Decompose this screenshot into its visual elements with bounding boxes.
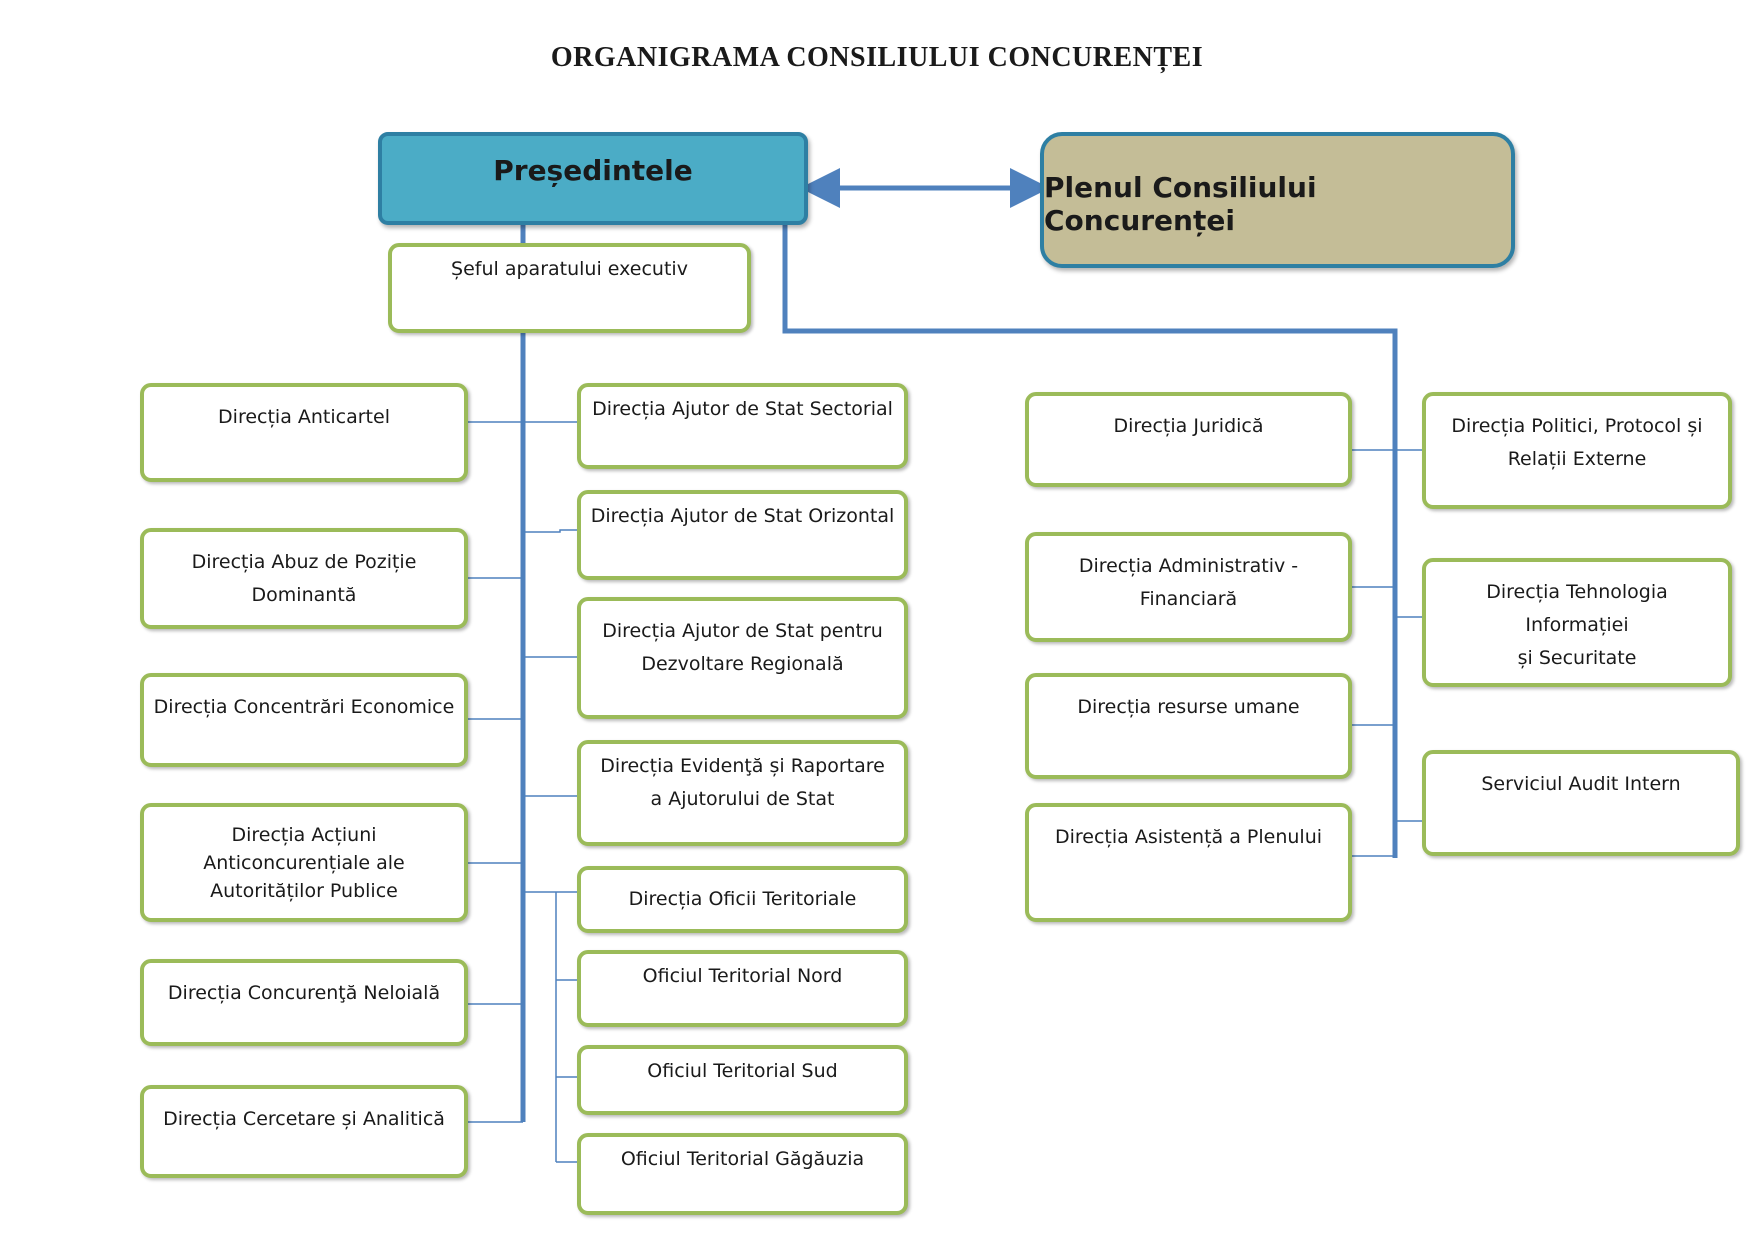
chart-title: ORGANIGRAMA CONSILIULUI CONCURENȚEI	[550, 42, 1204, 73]
unit-label: Direcția Acțiuni	[231, 824, 377, 846]
right-unit-administrativ: Direcția Administrativ - Financiară	[1025, 532, 1352, 642]
right-unit-asistenta: Direcția Asistență a Plenului	[1025, 803, 1352, 922]
unit-label: Direcția resurse umane	[1077, 696, 1300, 718]
unit-label: Direcția Cercetare și Analitică	[163, 1108, 445, 1130]
unit-label: Oficiul Teritorial Nord	[642, 965, 843, 987]
middle-unit-regionala: Direcția Ajutor de Stat pentru Dezvoltar…	[577, 597, 908, 719]
left-unit-abuz: Direcția Abuz de Poziție Dominantă	[140, 528, 468, 629]
office-nord: Oficiul Teritorial Nord	[577, 950, 908, 1027]
unit-label: Direcția Administrativ -	[1078, 555, 1299, 577]
unit-label: Direcția Tehnologia Informației	[1486, 581, 1668, 636]
unit-label: Anticoncurențiale ale	[203, 852, 405, 874]
plenum-box: Plenul Consiliului Concurenței	[1040, 132, 1515, 268]
right-unit-tehnologia: Direcția Tehnologia Informației și Secur…	[1422, 558, 1732, 687]
territorial-head: Direcția Oficii Teritoriale	[577, 866, 908, 933]
unit-label: Dezvoltare Regională	[641, 653, 844, 675]
right-unit-audit: Serviciul Audit Intern	[1422, 750, 1740, 856]
left-unit-concentrari: Direcția Concentrări Economice	[140, 673, 468, 767]
right-unit-resurse-umane: Direcția resurse umane	[1025, 673, 1352, 779]
unit-label: Direcția Ajutor de Stat pentru	[602, 620, 883, 642]
unit-label: Direcția Ajutor de Stat Orizontal	[590, 505, 895, 527]
unit-label: Serviciul Audit Intern	[1481, 773, 1681, 795]
middle-unit-evidenta: Direcția Evidenţă și Raportare a Ajutoru…	[577, 740, 908, 846]
president-label: Președintele	[493, 154, 693, 187]
unit-label: Direcția Oficii Teritoriale	[628, 888, 857, 910]
unit-label: Oficiul Teritorial Sud	[647, 1060, 838, 1082]
right-unit-politici: Direcția Politici, Protocol și Relații E…	[1422, 392, 1732, 509]
unit-label: Direcția Evidenţă și Raportare	[600, 755, 885, 777]
left-unit-neloiala: Direcția Concurenţă Neloială	[140, 959, 468, 1046]
left-unit-cercetare: Direcția Cercetare și Analitică	[140, 1085, 468, 1178]
president-right-branch	[782, 225, 1398, 858]
middle-unit-orizontal: Direcția Ajutor de Stat Orizontal	[577, 490, 908, 580]
office-gagauzia: Oficiul Teritorial Găgăuzia	[577, 1133, 908, 1215]
unit-label: Direcția Concurenţă Neloială	[167, 982, 441, 1004]
unit-label: Financiară	[1139, 588, 1238, 610]
plenum-label: Plenul Consiliului Concurenței	[1044, 171, 1317, 237]
chief-box: Șeful aparatului executiv	[388, 243, 751, 333]
unit-label: Oficiul Teritorial Găgăuzia	[620, 1148, 865, 1170]
chief-label: Șeful aparatului executiv	[451, 258, 688, 280]
unit-label: Dominantă	[251, 584, 357, 606]
middle-connector-2	[523, 529, 577, 533]
unit-label: Direcția Politici, Protocol și	[1451, 415, 1703, 437]
unit-label: și Securitate	[1517, 647, 1637, 669]
unit-label: Direcția Juridică	[1113, 415, 1264, 437]
left-unit-anticartel: Direcția Anticartel	[140, 383, 468, 482]
president-box: Președintele	[378, 132, 808, 225]
right-unit-juridica: Direcția Juridică	[1025, 392, 1352, 487]
unit-label: Autorităților Publice	[210, 880, 398, 902]
unit-label: Direcția Asistență a Plenului	[1054, 826, 1323, 848]
unit-label: Relații Externe	[1507, 448, 1647, 470]
left-unit-actiuni: Direcția Acțiuni Anticoncurențiale ale A…	[140, 803, 468, 922]
office-sud: Oficiul Teritorial Sud	[577, 1045, 908, 1115]
unit-label: a Ajutorului de Stat	[650, 788, 835, 810]
middle-unit-sectorial: Direcția Ajutor de Stat Sectorial	[577, 383, 908, 469]
unit-label: Direcția Abuz de Poziție	[191, 551, 417, 573]
unit-label: Direcția Concentrări Economice	[153, 696, 455, 718]
unit-label: Direcția Anticartel	[218, 406, 390, 428]
unit-label: Direcția Ajutor de Stat Sectorial	[592, 398, 893, 420]
